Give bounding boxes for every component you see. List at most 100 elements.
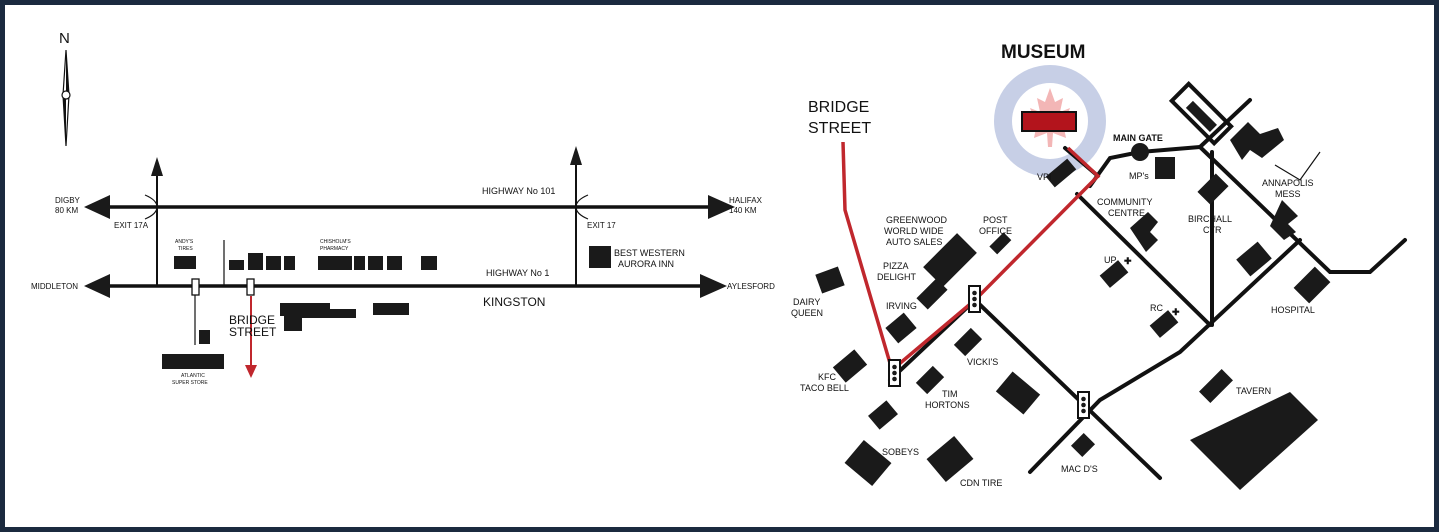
rc-building <box>1149 310 1179 338</box>
north-arrow-icon <box>61 49 71 147</box>
building <box>1230 122 1284 160</box>
traffic-light-icon <box>968 285 981 313</box>
tim-hortons-building <box>915 365 945 395</box>
traffic-light-icon <box>191 278 200 296</box>
chisholms-label: CHISHOLM'S <box>320 239 351 245</box>
main-gate-label: MAIN GATE <box>1113 133 1163 143</box>
irving-label: IRVING <box>886 301 917 311</box>
traffic-light-icon <box>246 278 255 296</box>
dairy-queen-label: DAIRY <box>793 297 820 307</box>
arrow-south-bridge-icon <box>245 365 257 378</box>
building <box>1236 241 1272 277</box>
community-centre-label-2: CENTRE <box>1108 208 1145 218</box>
building <box>373 303 409 315</box>
museum-label: MUSEUM <box>1001 42 1085 63</box>
atlantic-label: ATLANTIC <box>181 373 205 379</box>
traffic-light-icon <box>1077 391 1090 419</box>
cross-icon: ✚ <box>1124 256 1132 266</box>
chisholms-label-2: PHARMACY <box>320 246 349 252</box>
bridge-street-label-2: STREET <box>808 120 871 137</box>
sobeys-label: SOBEYS <box>882 447 919 457</box>
arrow-east-101-icon <box>708 195 735 219</box>
macds-building <box>1070 432 1096 458</box>
building <box>868 400 898 430</box>
tavern-label: TAVERN <box>1236 386 1271 396</box>
exit-17a-label: EXIT 17A <box>114 221 149 230</box>
halifax-distance: 140 KM <box>729 206 757 215</box>
pizza-delight-label-2: DELIGHT <box>877 272 917 282</box>
building <box>995 371 1041 415</box>
building <box>1270 200 1298 240</box>
vpi-building <box>1045 158 1077 188</box>
vpi-label: VPI <box>1037 172 1052 182</box>
greenwood-label-2: WORLD WIDE <box>884 226 944 236</box>
pizza-delight-label: PIZZA <box>883 261 909 271</box>
annapolis-label: ANNAPOLIS <box>1262 178 1314 188</box>
dairy-queen-label-2: QUEEN <box>791 308 823 318</box>
arrow-west-101-icon <box>84 195 110 219</box>
building <box>354 256 365 270</box>
highway-101-label: HIGHWAY No 101 <box>482 186 555 196</box>
hospital-label: HOSPITAL <box>1271 305 1315 315</box>
highway-1-label: HIGHWAY No 1 <box>486 268 549 278</box>
cdn-tire-label: CDN TIRE <box>960 478 1002 488</box>
kfc-building <box>832 349 868 383</box>
greenwood-label: GREENWOOD <box>886 215 948 225</box>
community-road <box>1075 192 1212 327</box>
up-label: UP <box>1104 255 1117 265</box>
building <box>368 256 383 270</box>
building <box>284 316 302 331</box>
tim-hortons-label: TIM <box>942 389 958 399</box>
irving-building <box>885 312 917 344</box>
halifax-label: HALIFAX <box>729 196 763 205</box>
tavern-building <box>1199 369 1233 403</box>
birchall-label-2: CTR <box>1203 225 1222 235</box>
route-to-museum <box>841 141 1101 374</box>
arrow-north-17-icon <box>570 146 582 165</box>
aylesford-label: AYLESFORD <box>727 282 775 291</box>
road <box>1028 238 1302 474</box>
museum-marker <box>1021 111 1077 132</box>
cross-icon: ✚ <box>1172 307 1180 317</box>
annapolis-building <box>1168 81 1234 147</box>
building <box>248 253 263 270</box>
greenwood-auto-building <box>923 233 977 287</box>
road <box>1198 145 1407 274</box>
aurora-inn-label: AURORA INN <box>618 259 674 269</box>
traffic-light-icon <box>888 359 901 387</box>
post-office-label: POST <box>983 215 1008 225</box>
vickis-building <box>953 327 983 357</box>
building <box>300 309 356 318</box>
main-gate-marker <box>1131 143 1149 161</box>
bridge-street-label: BRIDGE <box>229 313 275 327</box>
building <box>421 256 437 270</box>
main-gate-road <box>1088 145 1202 188</box>
mps-label: MP's <box>1129 171 1149 181</box>
building <box>387 256 402 270</box>
north-label: N <box>59 30 70 47</box>
arrow-east-1-icon <box>700 274 727 298</box>
building <box>284 256 295 270</box>
birchall-building <box>1197 173 1229 205</box>
greenwood-label-3: AUTO SALES <box>886 237 942 247</box>
andys-label-2: TIRES <box>178 246 193 252</box>
rc-label: RC <box>1150 303 1163 313</box>
kingston-label: KINGSTON <box>483 295 545 309</box>
sobeys-building <box>844 439 892 487</box>
bridge-street-label: BRIDGE <box>808 99 869 116</box>
andys-label: ANDY'S <box>175 239 194 245</box>
digby-distance: 80 KM <box>55 206 78 215</box>
mps-building <box>1155 157 1175 179</box>
building <box>266 256 281 270</box>
building <box>229 260 244 270</box>
vickis-label: VICKI'S <box>967 357 998 367</box>
tim-hortons-label-2: HORTONS <box>925 400 970 410</box>
best-western-building <box>589 246 611 268</box>
kfc-label: KFC <box>818 372 837 382</box>
bridge-street-label-2: STREET <box>229 325 277 339</box>
cdn-tire-building <box>926 435 974 483</box>
arrow-north-17a-icon <box>151 157 163 176</box>
post-office-building <box>989 232 1012 255</box>
community-centre-label: COMMUNITY <box>1097 197 1153 207</box>
